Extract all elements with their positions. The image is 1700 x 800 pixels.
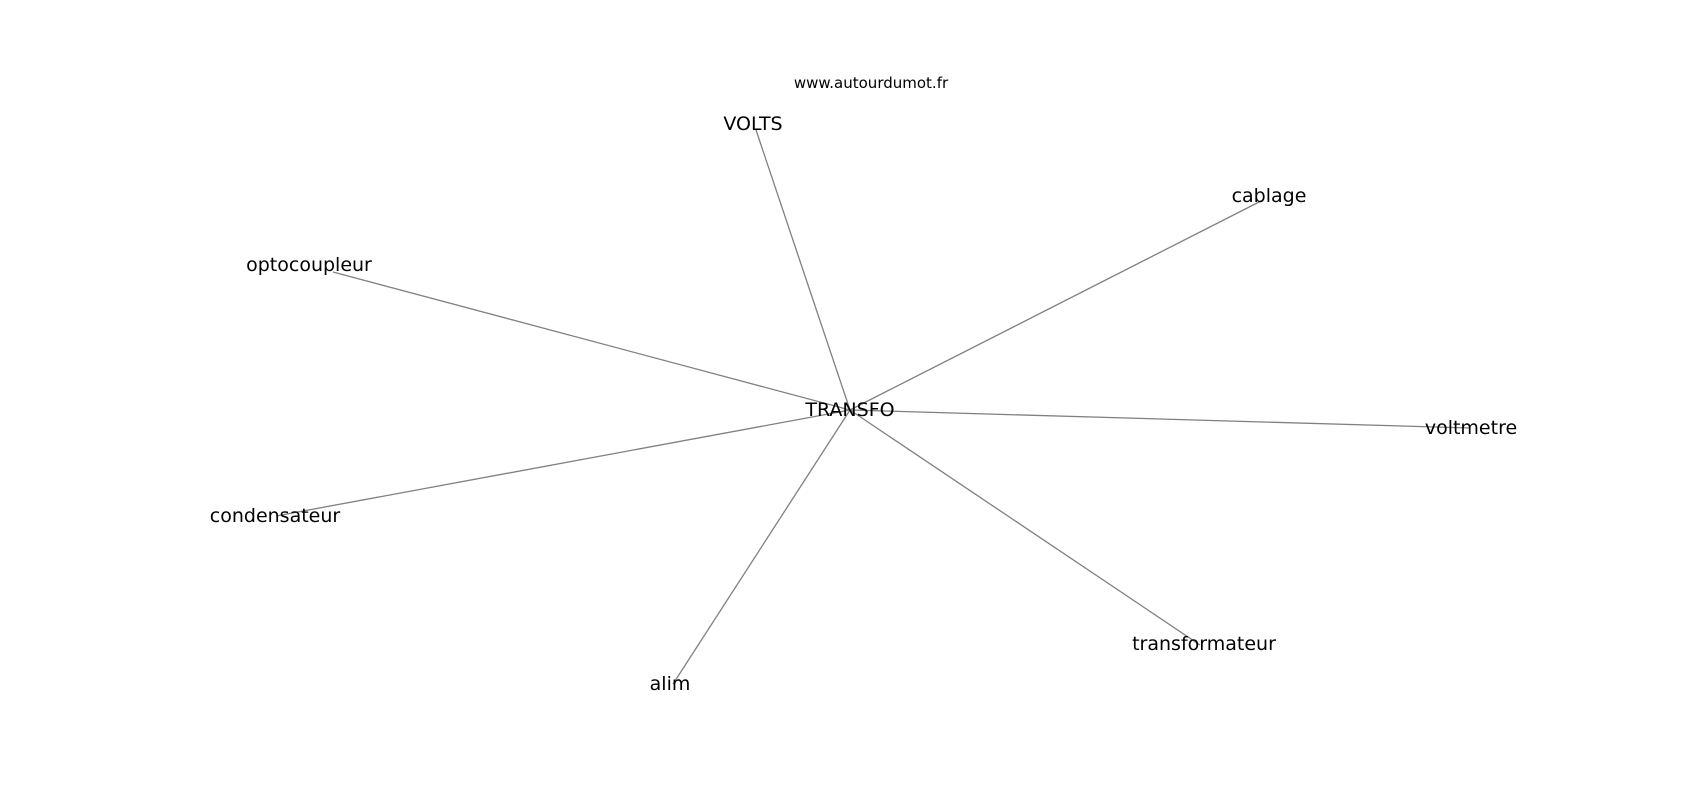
node-volts: VOLTS (723, 113, 782, 135)
node-condensateur: condensateur (210, 505, 341, 527)
edge-volts (755, 129, 851, 411)
edges (275, 129, 1471, 685)
nodes: TRANSFO VOLTS cablage optocoupleur voltm… (210, 113, 1517, 695)
edge-optocoupleur (332, 271, 851, 411)
edge-condensateur (275, 409, 851, 517)
node-transformateur: transformateur (1132, 633, 1276, 655)
edge-voltmetre (849, 409, 1471, 429)
node-alim: alim (650, 673, 691, 695)
edge-transformateur (849, 409, 1201, 646)
node-center-transfo: TRANSFO (804, 399, 894, 421)
node-cablage: cablage (1232, 185, 1307, 207)
watermark-text: www.autourdumot.fr (794, 74, 949, 92)
edge-cablage (849, 199, 1264, 411)
edge-alim (672, 409, 851, 685)
node-voltmetre: voltmetre (1425, 417, 1517, 439)
node-optocoupleur: optocoupleur (246, 254, 372, 276)
